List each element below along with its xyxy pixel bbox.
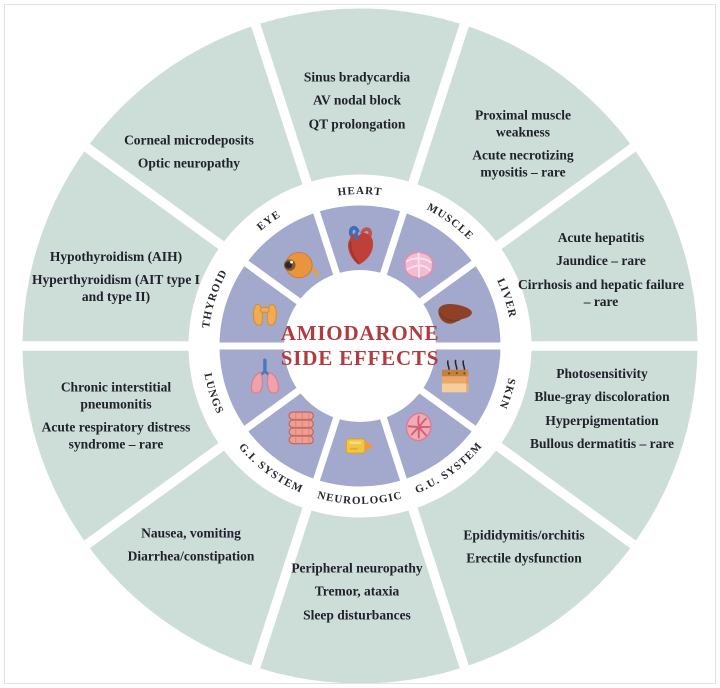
center-title-line1: AMIODARONE [281, 321, 440, 345]
side-effect-text: Chronic interstitial pneumonitis [60, 378, 172, 411]
side-effect-text: Hyperthyroidism (AIT type I and type II) [32, 271, 200, 304]
inner-segment-dividers [214, 206, 506, 486]
side-effect-text: Sinus bradycardia [303, 69, 411, 84]
segment-divider [239, 257, 306, 308]
segment-divider [77, 439, 229, 554]
side-effect-text: Hypothyroidism (AIH) [49, 248, 183, 264]
side-effect-text: Jaundice – rare [556, 253, 646, 268]
label-ring [188, 174, 532, 518]
segment-thyroid-effects: Hypothyroidism (AIH) Hyperthyroidism (AIT… [21, 241, 211, 312]
segment-divider [77, 138, 229, 253]
segment-divider [378, 411, 409, 486]
organ-label-neurologic: NEUROLOGIC [316, 489, 404, 507]
side-effect-text: Sleep disturbances [303, 607, 411, 622]
side-effect-text: Corneal microdeposits [124, 131, 254, 147]
outer-segment-dividers [22, 15, 698, 677]
segment-divider [406, 15, 472, 190]
segment-divider [406, 502, 472, 677]
organ-label-text: NEUROLOGIC [316, 489, 403, 507]
side-effect-text: QT prolongation [308, 116, 406, 131]
segment-divider [414, 384, 481, 435]
segment-divider [414, 257, 481, 308]
segment-divider [311, 411, 342, 486]
side-effect-text: Erectile dysfunction [466, 550, 582, 566]
side-effect-text: AV nodal block [312, 92, 402, 108]
segment-divider [248, 15, 314, 190]
side-effect-text: Hyperpigmentation [545, 412, 659, 428]
side-effect-text: Peripheral neuropathy [291, 560, 423, 575]
side-effect-text: Diarrhea/constipation [127, 548, 255, 564]
side-effect-text: Acute hepatitis [557, 229, 645, 245]
side-effect-text: Epididymitis/orchitis [463, 526, 585, 542]
side-effect-text: Proximal muscle weakness [474, 106, 572, 139]
side-effect-text: Cirrhosis and hepatic failure – rare [518, 276, 684, 309]
side-effect-text: Acute necrotizing myositis – rare [472, 147, 574, 180]
segment-divider [378, 206, 409, 281]
center-title-line2: SIDE EFFECTS [281, 346, 439, 370]
side-effect-text: Bullous dermatitis – rare [529, 435, 675, 451]
side-effect-text: Tremor, ataxia [314, 583, 400, 599]
side-effect-text: Photosensitivity [556, 365, 648, 381]
segment-divider [311, 206, 342, 281]
organ-label-text: HEART [337, 185, 382, 199]
segment-divider [491, 138, 643, 253]
side-effect-text: Acute respiratory distress syndrome – ra… [41, 419, 191, 452]
side-effect-text: Blue-gray discoloration [534, 388, 670, 404]
segment-divider [248, 502, 314, 677]
segment-divider [491, 439, 643, 554]
center-circle [284, 270, 436, 422]
segment-heart-effects: Sinus bradycardia AV nodal block QT prolon… [255, 62, 460, 139]
organ-label-heart: HEART [337, 185, 383, 199]
segment-divider [239, 384, 306, 435]
side-effect-text: Nausea, vomiting [141, 524, 241, 540]
side-effect-text: Optic neuropathy [137, 155, 241, 171]
